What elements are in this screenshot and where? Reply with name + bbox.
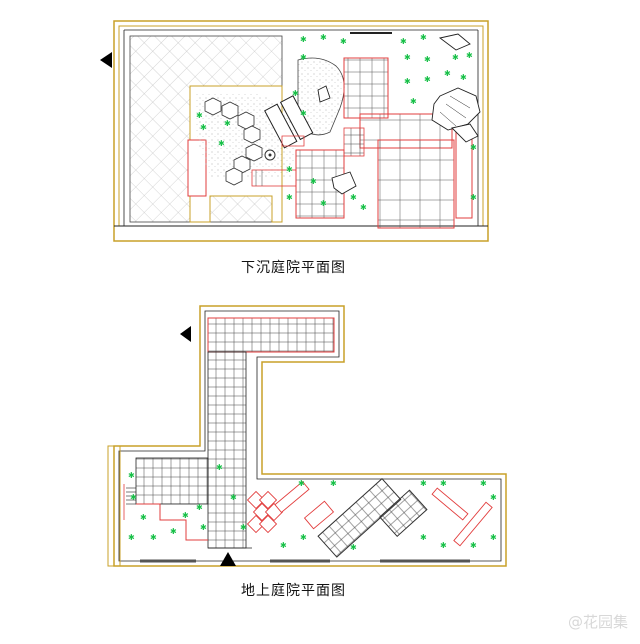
plant-symbol: ✱: [292, 89, 299, 98]
plant-symbol: ✱: [182, 511, 189, 520]
plant-symbol: ✱: [350, 543, 357, 552]
plant-symbol: ✱: [200, 123, 207, 132]
plant-symbol: ✱: [196, 111, 203, 120]
plant-symbol: ✱: [230, 493, 237, 502]
north-arrow-icon-ground: [180, 326, 191, 342]
watermark: @花园集: [567, 613, 628, 631]
plant-symbol: ✱: [420, 479, 427, 488]
entrance-arrow-icon: [220, 552, 236, 566]
plant-symbol: ✱: [424, 75, 431, 84]
plant-symbol: ✱: [444, 69, 451, 78]
sunken-courtyard-plan: [113, 20, 489, 242]
north-arrow-icon: [100, 52, 112, 68]
plant-symbol: ✱: [130, 493, 137, 502]
planting-symbols: ✱ ✱ ✱ ✱ ✱ ✱ ✱ ✱ ✱ ✱ ✱ ✱ ✱ ✱ ✱ ✱ ✱ ✱ ✱ ✱ ✱ ✱ ✱ ✱ ✱ ✱ ✱ ✱ ✱ ✱ ✱ ✱ ✱ ✱ ✱ ✱ ✱ ✱ ✱ ✱…: [128, 33, 497, 552]
plant-symbol: ✱: [440, 479, 447, 488]
plant-symbol: ✱: [350, 193, 357, 202]
plant-symbol: ✱: [300, 109, 307, 118]
plant-symbol: ✱: [470, 541, 477, 550]
plant-symbol: ✱: [340, 37, 347, 46]
plant-symbol: ✱: [440, 541, 447, 550]
plant-symbol: ✱: [150, 533, 157, 542]
plant-symbol: ✱: [404, 53, 411, 62]
ground-plan-title: 地上庭院平面图: [241, 583, 346, 599]
plant-symbol: ✱: [410, 97, 417, 106]
plant-symbol: ✱: [170, 527, 177, 536]
plant-symbol: ✱: [460, 73, 467, 82]
plant-symbol: ✱: [298, 479, 305, 488]
plant-symbol: ✱: [480, 479, 487, 488]
plant-symbol: ✱: [128, 533, 135, 542]
plant-symbol: ✱: [300, 533, 307, 542]
plant-symbol: ✱: [300, 53, 307, 62]
plant-symbol: ✱: [218, 139, 225, 148]
plant-symbol: ✱: [490, 533, 497, 542]
plant-symbol: ✱: [240, 523, 247, 532]
plant-symbol: ✱: [424, 55, 431, 64]
plant-symbol: ✱: [286, 165, 293, 174]
plant-symbol: ✱: [404, 77, 411, 86]
plant-symbol: ✱: [330, 479, 337, 488]
plant-symbol: ✱: [224, 119, 231, 128]
plant-symbol: ✱: [466, 51, 473, 60]
plant-symbol: ✱: [490, 493, 497, 502]
plant-symbol: ✱: [452, 53, 459, 62]
plant-symbol: ✱: [200, 523, 207, 532]
plant-symbol: ✱: [310, 177, 317, 186]
sunken-plan-title: 下沉庭院平面图: [241, 260, 346, 276]
plant-symbol: ✱: [470, 143, 477, 152]
plant-symbol: ✱: [360, 203, 367, 212]
plant-symbol: ✱: [140, 513, 147, 522]
plant-symbol: ✱: [320, 33, 327, 42]
plant-symbol: ✱: [320, 199, 327, 208]
plant-symbol: ✱: [216, 463, 223, 472]
plant-symbol: ✱: [400, 37, 407, 46]
plant-symbol: ✱: [470, 193, 477, 202]
plant-symbol: ✱: [420, 33, 427, 42]
plant-symbol: ✱: [300, 35, 307, 44]
plant-symbol: ✱: [286, 193, 293, 202]
plant-symbol: ✱: [128, 471, 135, 480]
plant-symbol: ✱: [420, 533, 427, 542]
ground-courtyard-plan: [107, 305, 507, 567]
plant-symbol: ✱: [280, 541, 287, 550]
plant-symbol: ✱: [196, 503, 203, 512]
